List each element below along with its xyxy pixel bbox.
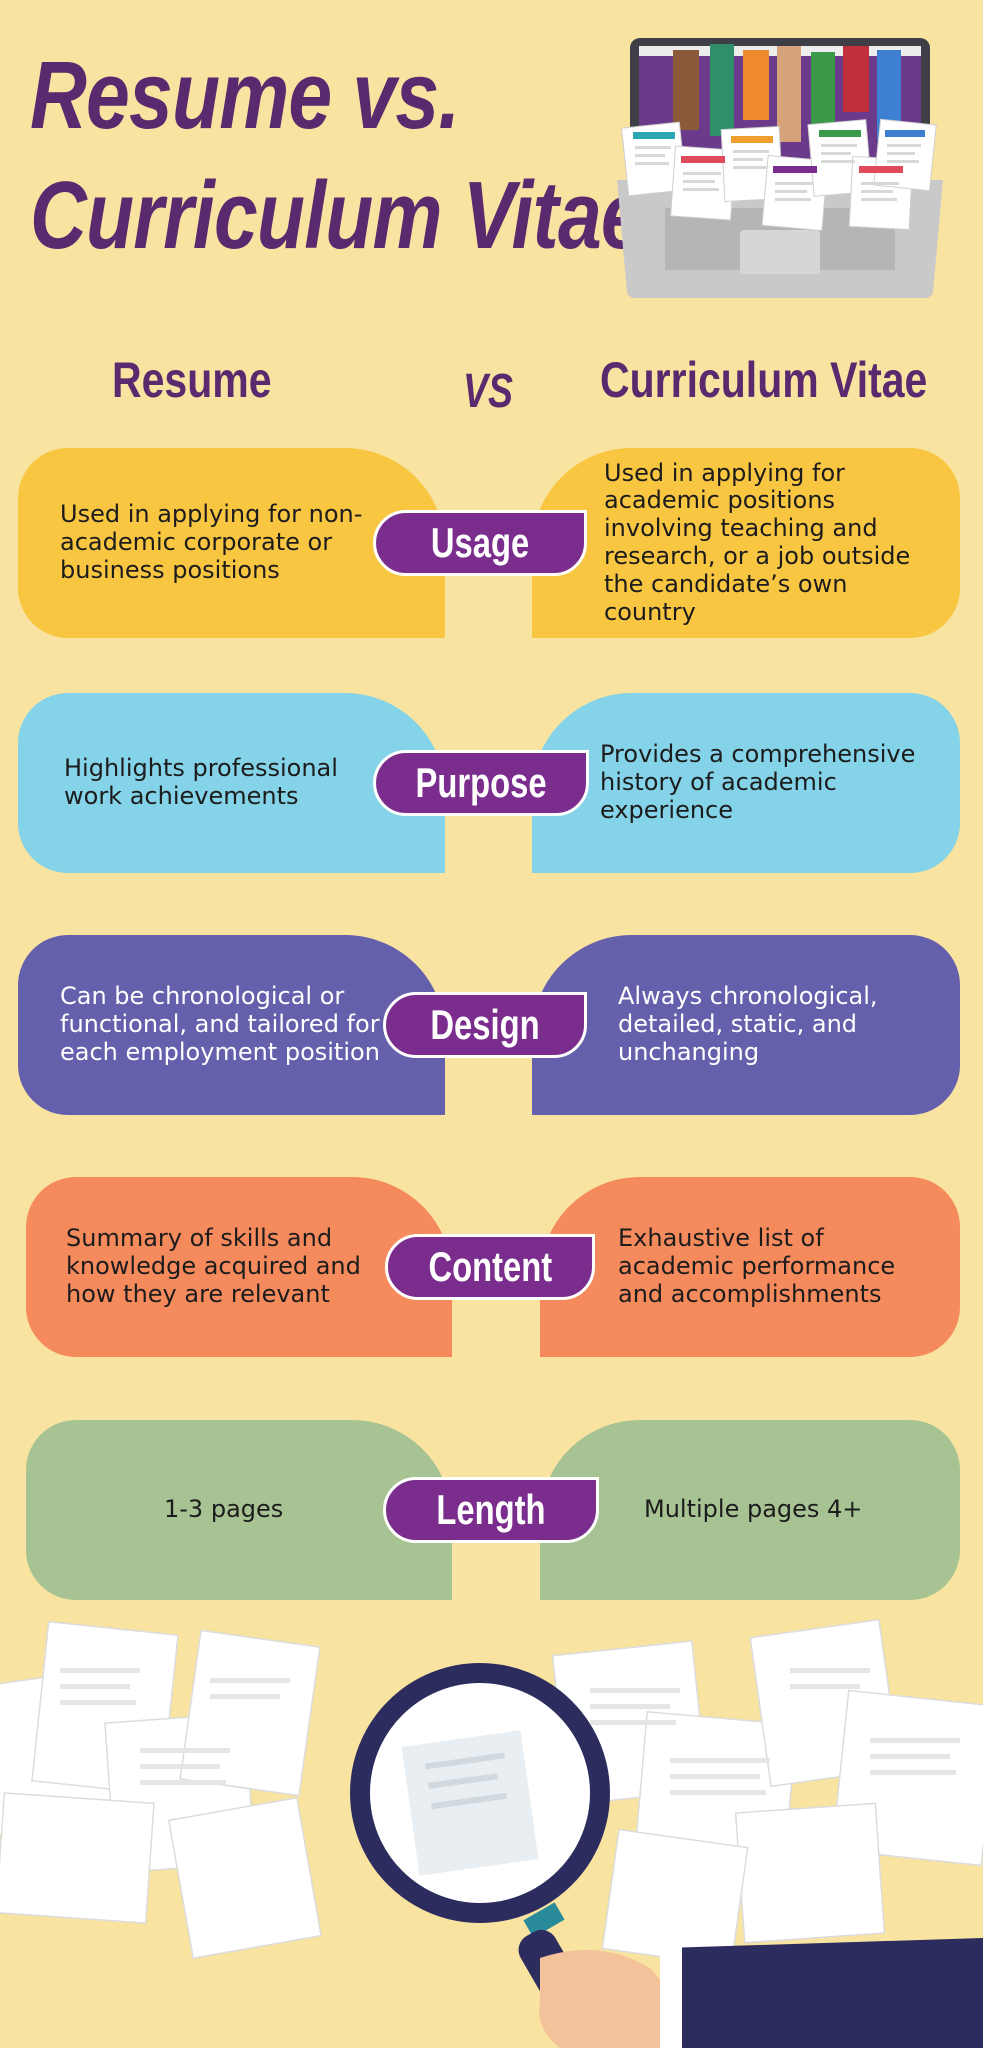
resume-card-text: Used in applying for non-academic corpor…: [60, 500, 363, 584]
cv-card-text: Exhaustive list of academic performance …: [618, 1224, 896, 1308]
cv-card-text: Used in applying for academic positions …: [604, 458, 911, 626]
resume-card: Used in applying for non-academic corpor…: [18, 448, 445, 638]
resume-card-text: Can be chronological or functional, and …: [60, 982, 380, 1066]
comparison-row-content: Summary of skills and knowledge acquired…: [0, 1177, 983, 1357]
category-label-text: Design: [430, 1001, 540, 1048]
magnifying-glass-over-documents-icon: [0, 1618, 983, 2048]
cv-card-text: Multiple pages 4+: [644, 1495, 863, 1524]
vs-label: VS: [463, 365, 513, 418]
cv-column-heading: Curriculum Vitae: [600, 352, 928, 408]
category-label: Usage: [373, 510, 587, 576]
resume-card: Can be chronological or functional, and …: [18, 935, 445, 1115]
category-label-text: Length: [436, 1486, 546, 1533]
resume-column-heading: Resume: [112, 352, 272, 408]
category-label-text: Purpose: [415, 759, 547, 806]
category-label: Purpose: [373, 750, 589, 816]
category-label-text: Content: [428, 1243, 552, 1290]
category-label: Length: [383, 1477, 599, 1543]
cv-card: Provides a comprehensive history of acad…: [532, 693, 960, 873]
page-title-line-2: Curriculum Vitae: [30, 162, 645, 269]
comparison-row-design: Can be chronological or functional, and …: [0, 935, 983, 1115]
comparison-row-purpose: Highlights professional work achievement…: [0, 693, 983, 873]
comparison-row-length: 1-3 pages Multiple pages 4+ Length: [0, 1420, 983, 1600]
page-title-line-1: Resume vs.: [30, 42, 460, 149]
resume-card: 1-3 pages: [26, 1420, 452, 1600]
category-label: Content: [385, 1234, 595, 1300]
cv-card: Used in applying for academic positions …: [532, 448, 960, 638]
laptop-with-resumes-icon: [617, 38, 943, 298]
cv-card-text: Provides a comprehensive history of acad…: [600, 740, 916, 824]
cv-card: Always chronological, detailed, static, …: [532, 935, 960, 1115]
resume-card-text: 1-3 pages: [164, 1495, 284, 1524]
resume-card-text: Summary of skills and knowledge acquired…: [66, 1224, 361, 1308]
resume-card: Summary of skills and knowledge acquired…: [26, 1177, 452, 1357]
comparison-row-usage: Used in applying for non-academic corpor…: [0, 448, 983, 638]
resume-card-text: Highlights professional work achievement…: [64, 754, 338, 810]
category-label: Design: [383, 992, 587, 1058]
cv-card-text: Always chronological, detailed, static, …: [618, 982, 878, 1066]
cv-card: Multiple pages 4+: [540, 1420, 960, 1600]
category-label-text: Usage: [430, 519, 530, 566]
cv-card: Exhaustive list of academic performance …: [540, 1177, 960, 1357]
